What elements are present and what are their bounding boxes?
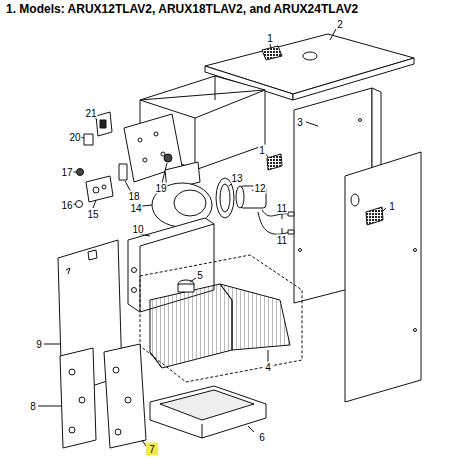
callout-number: 14 [129, 203, 142, 214]
callout-number: 7 [146, 443, 158, 456]
callout-number: 12 [253, 183, 266, 194]
callout-number: 6 [258, 432, 266, 443]
callout-number: 18 [127, 191, 140, 202]
callout-number: 2 [336, 19, 344, 30]
callout-number: 13 [230, 173, 243, 184]
callout-number: 5 [196, 270, 204, 281]
callout-number: 19 [154, 183, 167, 194]
callout-number: 8 [29, 401, 37, 412]
callout-number: 10 [131, 224, 144, 235]
callout-number: 17 [60, 167, 73, 178]
callout-number: 9 [35, 339, 43, 350]
callout-number: 20 [68, 132, 81, 143]
callout-number: 21 [84, 108, 97, 119]
callout-number: 1 [266, 33, 274, 44]
callout-number: 15 [86, 209, 99, 220]
callout-number: 1 [258, 145, 266, 156]
callout-number: 16 [60, 200, 73, 211]
callout-number: 11 [276, 203, 288, 214]
callout-number: 4 [264, 362, 272, 373]
diagram-title: 1. Models: ARUX12TLAV2, ARUX18TLAV2, and… [6, 2, 358, 16]
callout-number: 11 [276, 235, 288, 246]
callout-number: 1 [388, 201, 396, 212]
callout-number: 3 [296, 117, 304, 128]
